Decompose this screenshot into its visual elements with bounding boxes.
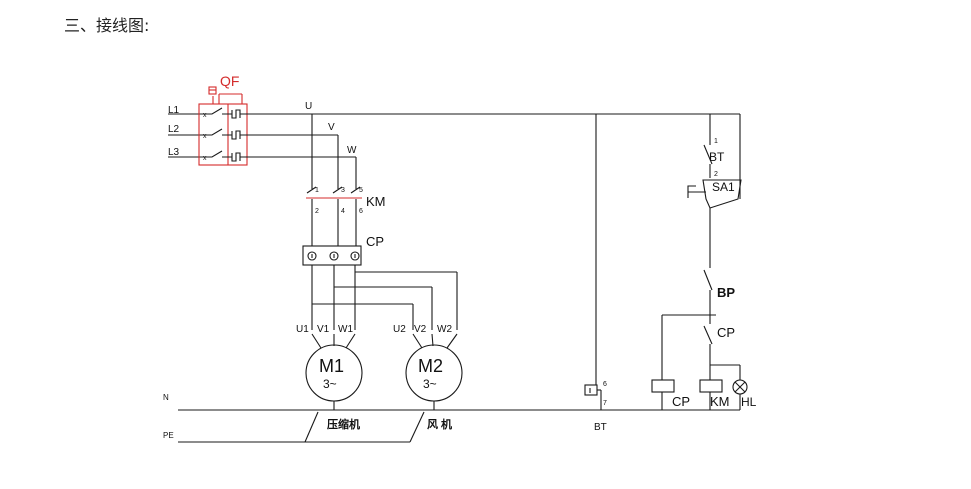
caption-m2: 风 机 xyxy=(427,417,452,431)
bt-pin-7: 7 xyxy=(603,400,607,407)
label-coil-cp: CP xyxy=(672,394,690,409)
label-bp: BP xyxy=(717,285,735,300)
km-pin-6: 6 xyxy=(359,208,363,215)
km-pin-4: 4 xyxy=(341,208,345,215)
motor-m2-phase: 3~ xyxy=(423,377,437,391)
protector-cp xyxy=(302,245,362,266)
bt-pin-6: 6 xyxy=(603,381,607,388)
ctrl-bt-pin-1: 1 xyxy=(714,138,718,145)
label-coil-km: KM xyxy=(710,394,730,409)
motor-m1-title: M1 xyxy=(319,356,344,376)
term-v1: V1 xyxy=(317,324,330,335)
motor-m2-title: M2 xyxy=(418,356,443,376)
svg-text:x: x xyxy=(203,112,207,119)
contactor-km xyxy=(306,185,362,210)
caption-m1: 压缩机 xyxy=(327,417,360,431)
km-pin-5: 5 xyxy=(359,187,363,194)
page-heading: 三、接线图: xyxy=(64,16,150,35)
km-pin-1: 1 xyxy=(315,187,319,194)
label-v: V xyxy=(328,122,335,133)
svg-text:x: x xyxy=(203,155,207,162)
thermostat-bt xyxy=(584,114,602,410)
m2-ground xyxy=(409,411,425,443)
m1-ground xyxy=(304,411,319,443)
term-v2: V2 xyxy=(414,324,427,335)
label-l3: L3 xyxy=(168,147,180,158)
term-u2: U2 xyxy=(393,324,406,335)
km-pin-3: 3 xyxy=(341,187,345,194)
label-km: KM xyxy=(366,194,386,209)
control-circuit xyxy=(651,114,748,410)
term-w2: W2 xyxy=(437,324,452,335)
label-l1: L1 xyxy=(168,105,180,116)
term-u1: U1 xyxy=(296,324,309,335)
label-u: U xyxy=(305,101,312,112)
label-w: W xyxy=(347,145,357,156)
term-w1: W1 xyxy=(338,324,353,335)
ctrl-bt-pin-2: 2 xyxy=(714,171,718,178)
label-cp: CP xyxy=(366,234,384,249)
svg-text:x: x xyxy=(203,133,207,140)
motor-m1-phase: 3~ xyxy=(323,377,337,391)
label-hl: HL xyxy=(741,395,757,409)
label-cp-contact: CP xyxy=(717,325,735,340)
motor-wiring xyxy=(311,265,458,349)
label-l2: L2 xyxy=(168,124,180,135)
label-pe: PE xyxy=(163,431,174,440)
label-bt-mid: BT xyxy=(594,422,607,433)
label-bt-ctrl: BT xyxy=(709,150,725,164)
label-sa1: SA1 xyxy=(712,180,735,194)
label-n: N xyxy=(163,393,169,402)
breaker-qf: x x x xyxy=(198,86,248,166)
km-pin-2: 2 xyxy=(315,208,319,215)
label-qf: QF xyxy=(220,73,239,89)
